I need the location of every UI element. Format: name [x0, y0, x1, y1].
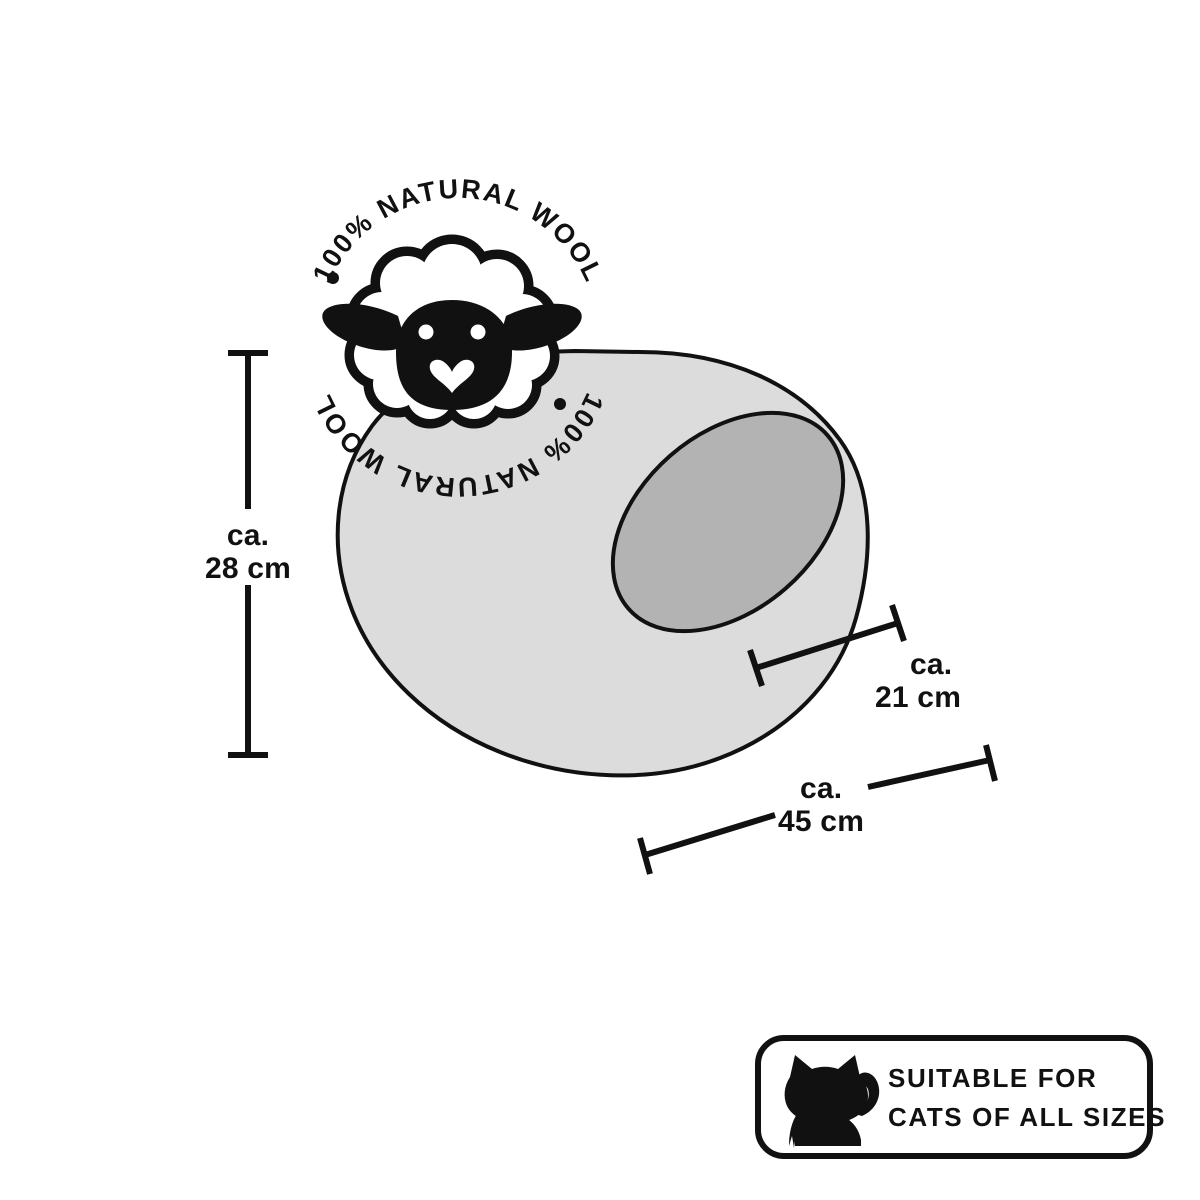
dimension-opening-line [755, 620, 899, 671]
dimension-width-prefix: ca. [800, 772, 842, 805]
dimension-opening-prefix: ca. [910, 648, 952, 681]
dimension-width-cap-end [983, 744, 998, 782]
suitable-badge-line2: CATS OF ALL SIZES [888, 1102, 1166, 1132]
cat-cave-opening [610, 410, 846, 634]
sheep-eye-right [470, 324, 486, 340]
dimension-width: ca. 45 cm [637, 744, 998, 875]
dimension-width-line-left [644, 812, 776, 858]
dimension-opening-value: 21 cm [875, 681, 961, 714]
dimension-opening: ca. 21 cm [747, 604, 961, 714]
sheep-head-icon [322, 234, 582, 429]
suitable-for-cats-badge: SUITABLE FOR CATS OF ALL SIZES [755, 1035, 1166, 1159]
sheep-face [396, 300, 512, 410]
sheep-ear-right [498, 303, 582, 351]
dimension-width-value: 45 cm [778, 805, 864, 838]
sheep-nose [429, 359, 475, 393]
dimension-height-prefix: ca. [227, 519, 269, 552]
cat-silhouette-icon [784, 1055, 880, 1148]
dimension-opening-cap-end [889, 604, 907, 642]
dimension-width-line-right [867, 757, 991, 790]
sheep-eye-left [418, 324, 434, 340]
dimension-opening-cap-start [747, 649, 765, 687]
dimension-height-value: 28 cm [205, 552, 291, 585]
seal-separator-dot-right [554, 398, 566, 410]
seal-separator-dot-left [327, 272, 339, 284]
dimension-width-cap-start [637, 837, 653, 875]
cat-cave-illustration [335, 349, 870, 778]
dimension-height: ca. 28 cm [205, 350, 291, 758]
sheep-ear-left [322, 303, 406, 351]
suitable-badge-line1: SUITABLE FOR [888, 1063, 1097, 1093]
